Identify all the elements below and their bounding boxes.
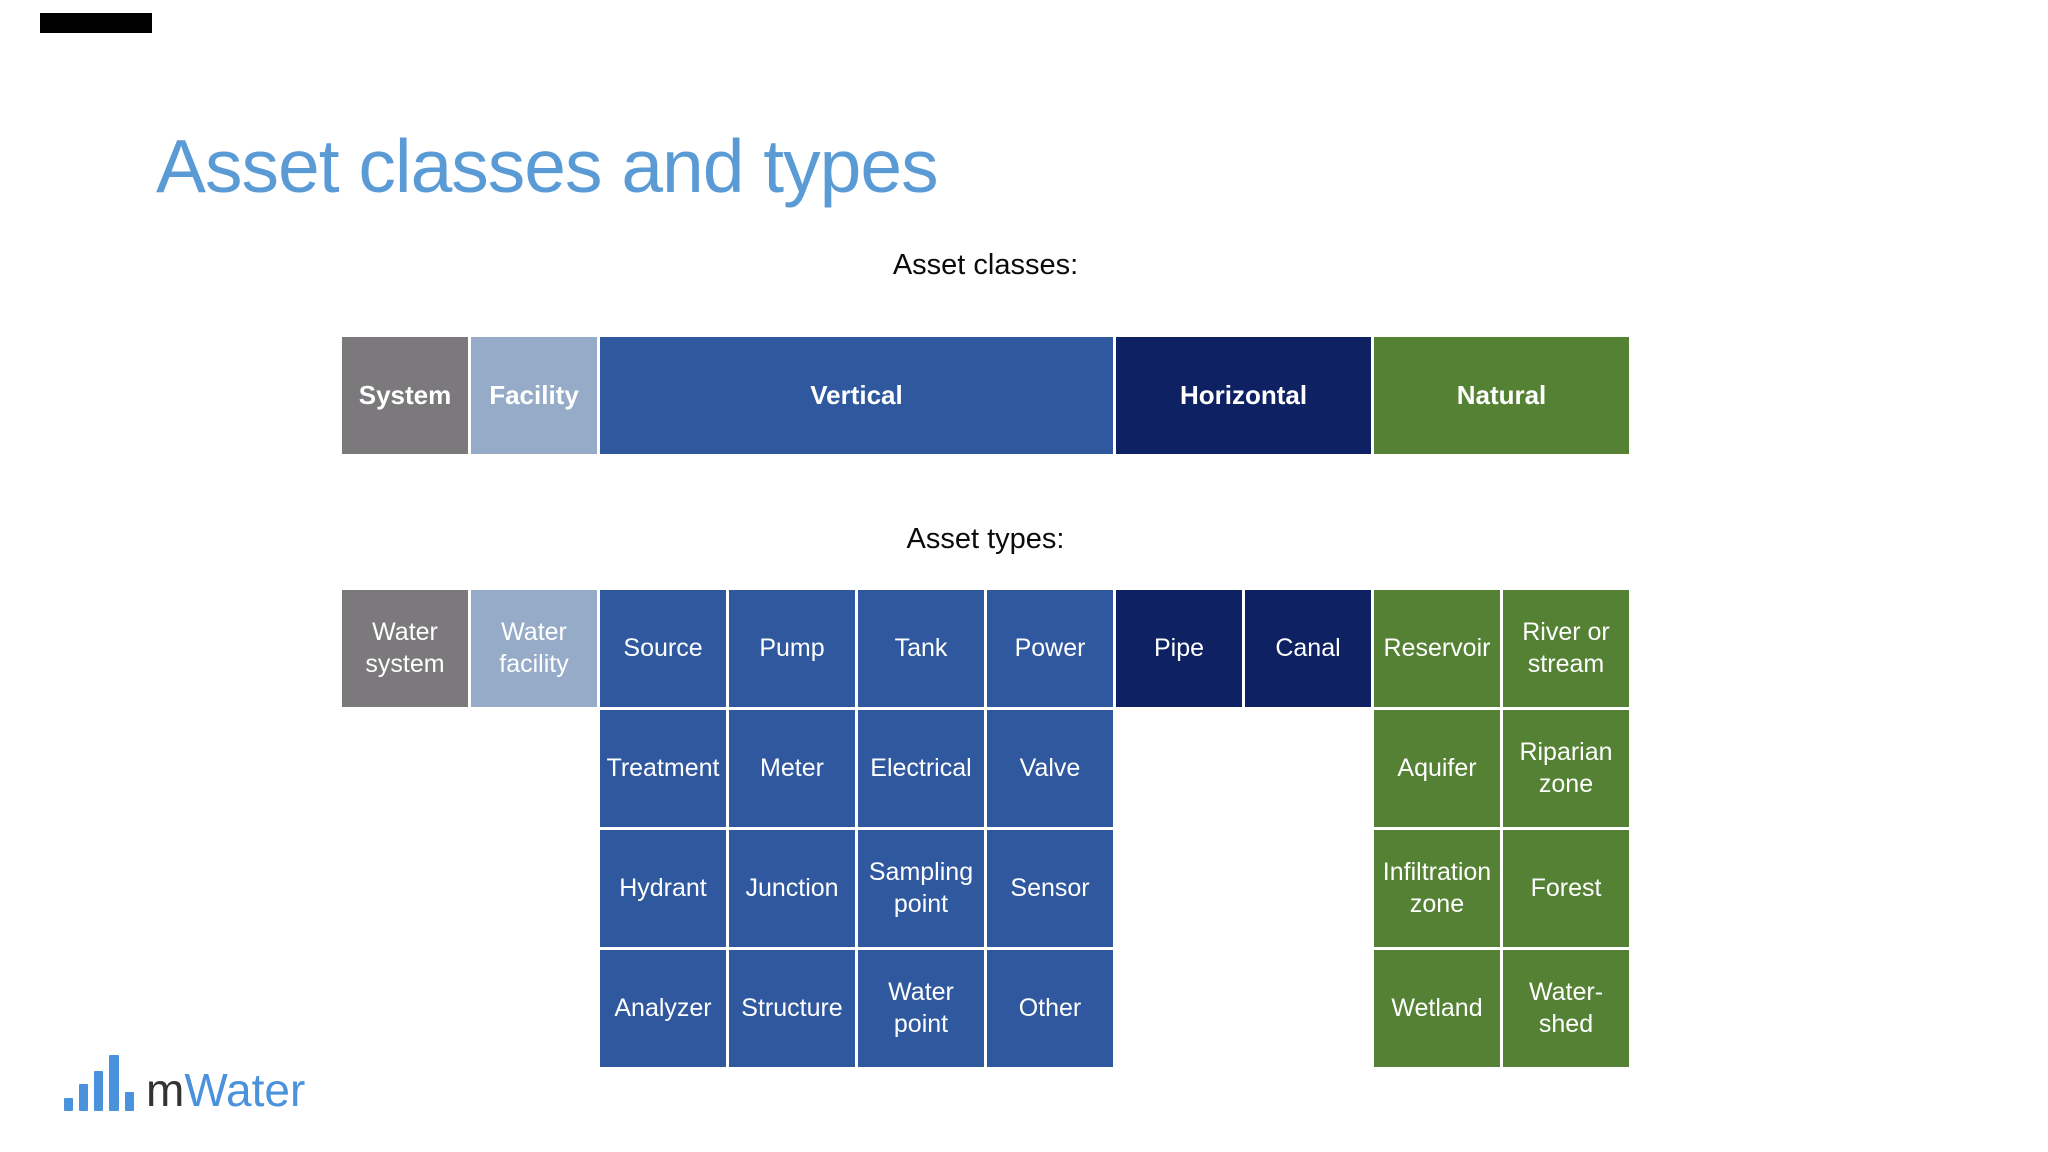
type-cell-label: Analyzer bbox=[614, 993, 712, 1022]
type-cell-label: Power bbox=[1014, 633, 1086, 662]
type-cell-label: Pump bbox=[759, 633, 825, 662]
bar-chart-icon-bar bbox=[109, 1055, 119, 1111]
bar-chart-icon bbox=[64, 1055, 134, 1111]
class-cell-natural: Natural bbox=[1374, 337, 1629, 454]
type-cell-label: Junction bbox=[745, 873, 839, 902]
type-cell-label: Forest bbox=[1530, 873, 1602, 902]
type-cell-label: Water facility bbox=[499, 618, 569, 678]
type-cell-treatment: Treatment bbox=[600, 710, 726, 827]
asset-types-label: Asset types: bbox=[906, 523, 1065, 555]
type-cell-label: Water-shed bbox=[1528, 978, 1604, 1038]
class-cell-label: System bbox=[358, 380, 452, 411]
type-cell-label: Wetland bbox=[1391, 993, 1483, 1022]
class-cell-label: Vertical bbox=[810, 380, 903, 411]
type-cell-label: Treatment bbox=[606, 753, 720, 782]
type-cell-source: Source bbox=[600, 590, 726, 707]
type-cell-analyzer: Analyzer bbox=[600, 950, 726, 1067]
type-cell-label: Tank bbox=[894, 633, 948, 662]
type-cell-water-point: Water point bbox=[858, 950, 984, 1067]
type-cell-label: Riparian zone bbox=[1519, 738, 1613, 798]
type-cell-label: River or stream bbox=[1522, 618, 1610, 678]
class-cell-vertical: Vertical bbox=[600, 337, 1113, 454]
type-cell-sampling-point: Sampling point bbox=[858, 830, 984, 947]
type-cell-label: Meter bbox=[760, 753, 824, 782]
type-cell-label: Reservoir bbox=[1383, 633, 1491, 662]
mwater-wordmark: mWater bbox=[146, 1067, 305, 1113]
asset-classes-row: System Facility Vertical Horizontal Natural bbox=[342, 337, 1629, 454]
type-cell-reservoir: Reservoir bbox=[1374, 590, 1500, 707]
type-cell-aquifer: Aquifer bbox=[1374, 710, 1500, 827]
type-cell-label: Water system bbox=[365, 618, 445, 678]
type-cell-label: Pipe bbox=[1153, 633, 1205, 662]
mwater-logo: mWater bbox=[64, 1054, 305, 1113]
bar-chart-icon-bar bbox=[125, 1092, 134, 1111]
type-cell-electrical: Electrical bbox=[858, 710, 984, 827]
asset-classes-label: Asset classes: bbox=[892, 249, 1079, 281]
type-cell-tank: Tank bbox=[858, 590, 984, 707]
class-cell-horizontal: Horizontal bbox=[1116, 337, 1371, 454]
type-cell-label: Electrical bbox=[870, 753, 972, 782]
type-cell-canal: Canal bbox=[1245, 590, 1371, 707]
type-cell-label: Canal bbox=[1275, 633, 1341, 662]
type-cell-water-system: Water system bbox=[342, 590, 468, 707]
class-cell-facility: Facility bbox=[471, 337, 597, 454]
type-cell-hydrant: Hydrant bbox=[600, 830, 726, 947]
type-cell-meter: Meter bbox=[729, 710, 855, 827]
class-cell-label: Natural bbox=[1456, 380, 1547, 411]
type-cell-structure: Structure bbox=[729, 950, 855, 1067]
type-cell-label: Hydrant bbox=[619, 873, 707, 902]
type-cell-label: Infiltration zone bbox=[1382, 858, 1492, 918]
type-cell-water-shed: Water-shed bbox=[1503, 950, 1629, 1067]
type-cell-forest: Forest bbox=[1503, 830, 1629, 947]
corner-black-bar bbox=[40, 13, 152, 33]
type-cell-label: Water point bbox=[888, 978, 954, 1038]
type-cell-infiltration-zone: Infiltration zone bbox=[1374, 830, 1500, 947]
bar-chart-icon-bar bbox=[94, 1071, 103, 1111]
class-cell-label: Horizontal bbox=[1179, 380, 1308, 411]
slide-title: Asset classes and types bbox=[156, 124, 939, 208]
type-cell-power: Power bbox=[987, 590, 1113, 707]
mwater-wordmark-water: Water bbox=[184, 1064, 306, 1116]
type-cell-wetland: Wetland bbox=[1374, 950, 1500, 1067]
type-cell-other: Other bbox=[987, 950, 1113, 1067]
type-cell-pipe: Pipe bbox=[1116, 590, 1242, 707]
type-cell-pump: Pump bbox=[729, 590, 855, 707]
bar-chart-icon-bar bbox=[64, 1098, 73, 1111]
bar-chart-icon-bar bbox=[79, 1084, 88, 1111]
class-cell-system: System bbox=[342, 337, 468, 454]
type-cell-label: Other bbox=[1018, 993, 1082, 1022]
class-cell-label: Facility bbox=[489, 380, 579, 411]
type-cell-label: Sensor bbox=[1010, 873, 1090, 902]
asset-types-grid: Water system Water facility Source Pump Tank… bbox=[342, 590, 1629, 1067]
type-cell-valve: Valve bbox=[987, 710, 1113, 827]
type-cell-label: Source bbox=[623, 633, 703, 662]
type-cell-label: Aquifer bbox=[1397, 753, 1477, 782]
type-cell-label: Valve bbox=[1019, 753, 1081, 782]
mwater-wordmark-m: m bbox=[146, 1064, 185, 1116]
type-cell-sensor: Sensor bbox=[987, 830, 1113, 947]
type-cell-river-or-stream: River or stream bbox=[1503, 590, 1629, 707]
type-cell-label: Structure bbox=[741, 993, 843, 1022]
type-cell-junction: Junction bbox=[729, 830, 855, 947]
type-cell-riparian-zone: Riparian zone bbox=[1503, 710, 1629, 827]
type-cell-label: Sampling point bbox=[868, 858, 974, 918]
type-cell-water-facility: Water facility bbox=[471, 590, 597, 707]
